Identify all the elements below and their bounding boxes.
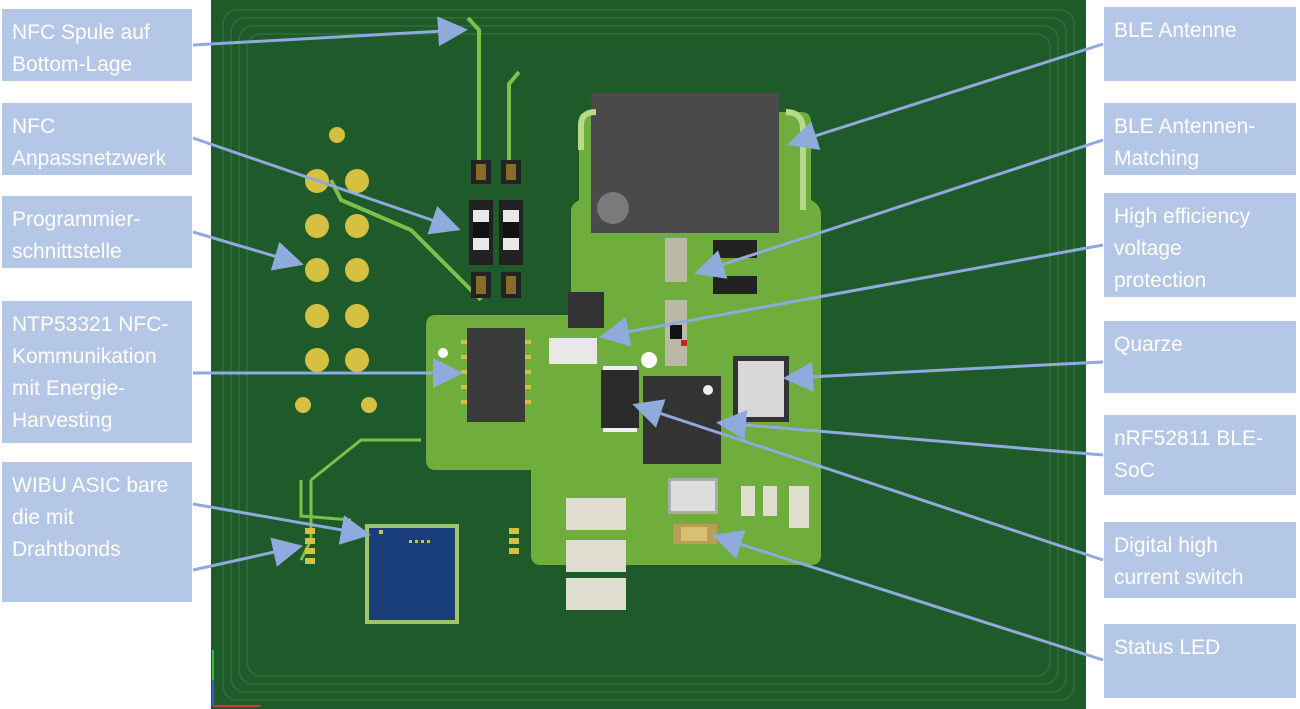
callout-status-led: Status LED <box>1104 624 1296 698</box>
antenna-arc-left <box>578 109 597 150</box>
small-ic <box>568 292 604 328</box>
callout-quarze: Quarze <box>1104 321 1296 393</box>
callout-high-current-switch: Digital high current switch <box>1104 522 1296 598</box>
nfc-coil-traces <box>222 9 1075 701</box>
callout-ntp53321: NTP53321 NFC- Kommunikation mit Energie-… <box>2 301 192 443</box>
callout-nrf52811: nRF52811 BLE- SoC <box>1104 415 1296 495</box>
switch-ic <box>601 370 639 428</box>
pcb-drawing <box>222 9 1075 701</box>
callout-voltage-protection: High efficiency voltage protection <box>1104 193 1296 297</box>
callout-nfc-coil: NFC Spule auf Bottom-Lage <box>2 9 192 81</box>
callout-wibu-asic: WIBU ASIC bare die mit Drahtbonds <box>2 462 192 602</box>
quartz-crystal <box>738 361 784 417</box>
voltage-protection-ic <box>549 338 597 364</box>
callout-nfc-matching: NFC Anpassnetzwerk <box>2 103 192 175</box>
asic-bond-pads <box>379 530 430 543</box>
callout-programming-interface: Programmier- schnittstelle <box>2 196 192 268</box>
programming-pads <box>295 127 377 413</box>
axis-indicator <box>212 650 261 707</box>
nfc-matching-components <box>469 160 523 298</box>
antenna-marker <box>597 192 629 224</box>
pcb-board <box>211 0 1086 709</box>
wibu-asic <box>369 528 455 620</box>
ntp-pins <box>461 340 531 404</box>
ntp53321-chip <box>467 328 525 422</box>
callout-ble-antenna: BLE Antenne <box>1104 7 1296 81</box>
callout-ble-matching: BLE Antennen- Matching <box>1104 103 1296 175</box>
